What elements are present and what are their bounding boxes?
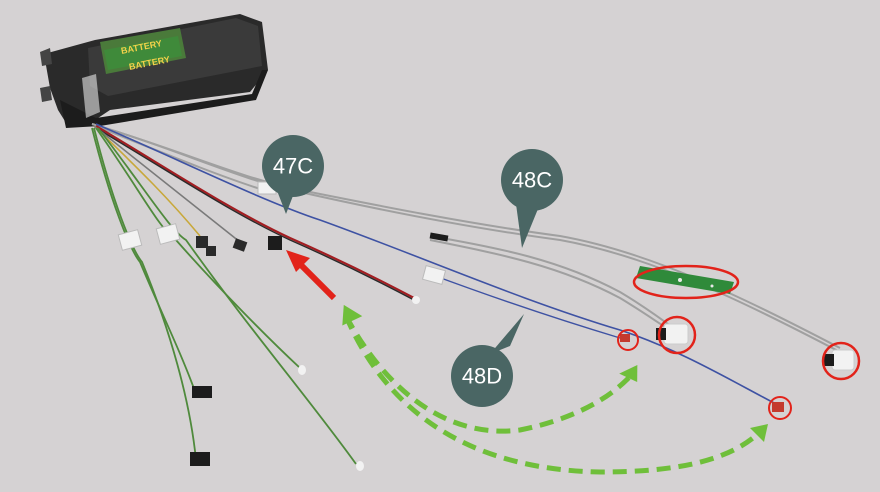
led-right [821,341,861,381]
led-endpoints [617,315,861,420]
green-dashed-arrows [342,304,768,475]
led-bottom [768,396,792,420]
badge-48c: 48C [501,149,563,248]
led-middle [656,315,697,355]
label-48c: 48C [512,168,552,193]
label-48d: 48D [462,364,502,389]
badge-47c: 47C [262,135,324,214]
connectors [117,181,449,471]
pcb-highlight-ellipse [632,264,740,300]
badge-48d: 48D [451,314,524,407]
led-left [617,329,639,351]
blue-wire [95,123,777,405]
red-wire [95,125,415,299]
led-pcb-board [632,264,740,300]
battery-box: BATTERY BATTERY [40,14,268,128]
label-47c: 47C [273,154,313,179]
red-arrow [286,250,337,301]
